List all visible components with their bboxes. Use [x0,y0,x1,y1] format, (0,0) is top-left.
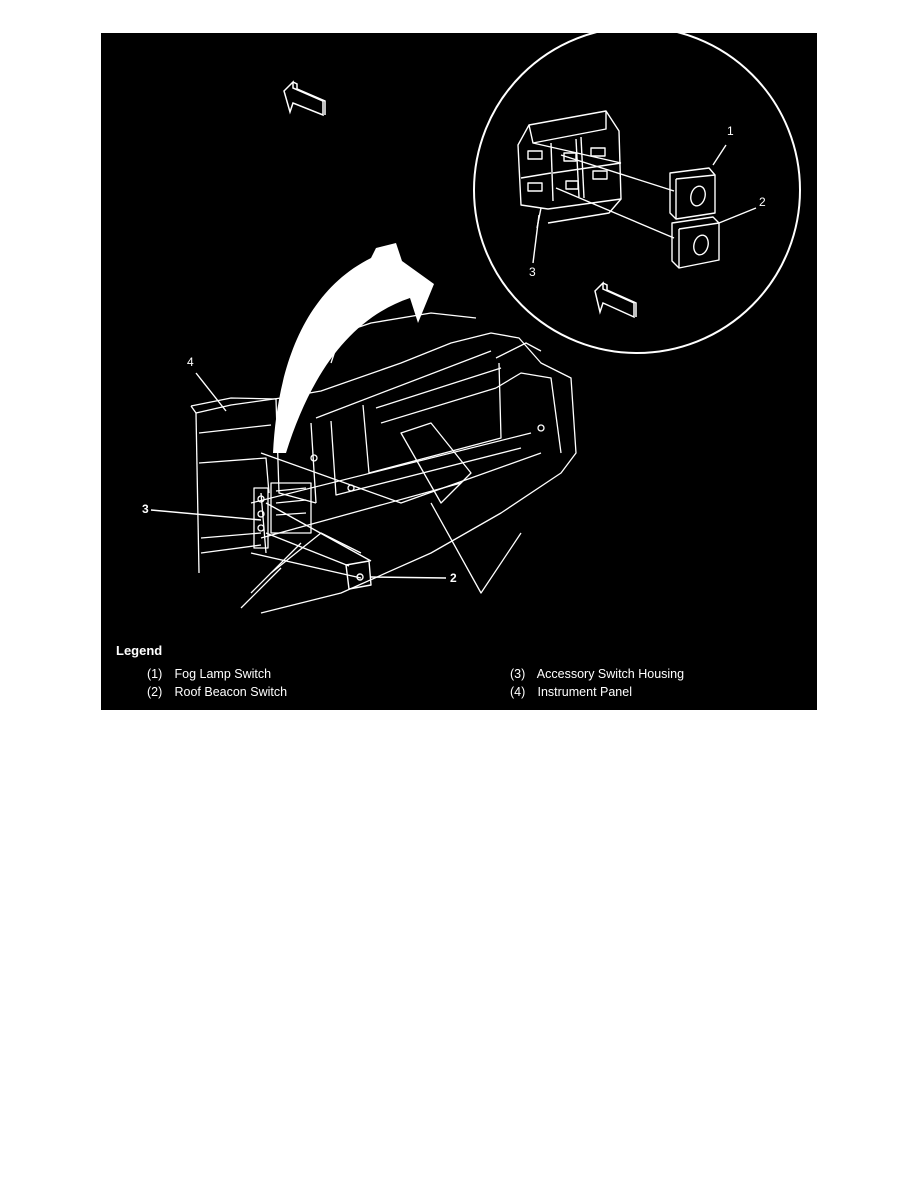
callout-2-main: 2 [450,571,457,585]
legend-item-label: Accessory Switch Housing [536,667,685,681]
callout-4-leader [195,372,227,412]
legend-item-number: (3) [510,667,526,681]
diagram-figure: 1 2 3 4 3 2 Legend (1) Fog Lamp Switch (… [101,33,817,710]
fog-lamp-switch-detail [669,167,716,220]
legend-item-label: Fog Lamp Switch [174,667,272,681]
instrument-panel-diagram [150,33,801,614]
callout-3-main: 3 [142,502,149,516]
detail-inset-circle [473,33,801,354]
callout-2-leader [370,576,447,579]
callout-3-inset: 3 [529,265,536,279]
curved-arrow-icon [273,243,434,453]
legend-item-label: Roof Beacon Switch [174,685,288,699]
callout-4-main: 4 [187,355,194,369]
legend-item-4: (4) Instrument Panel [510,685,632,699]
roof-beacon-switch-detail [671,216,720,269]
callout-3-leader [150,509,262,521]
forward-direction-arrow-icon [283,80,326,117]
inset-direction-arrow-icon [594,281,637,319]
instrument-panel-main [190,312,577,614]
legend-item-1: (1) Fog Lamp Switch [147,667,271,681]
legend: Legend (1) Fog Lamp Switch (2) Roof Beac… [101,639,817,710]
accessory-switch-housing-detail [517,110,675,239]
legend-item-number: (2) [147,685,163,699]
legend-item-label: Instrument Panel [537,685,632,699]
legend-title: Legend [116,643,163,658]
roof-beacon-switch-main [265,502,372,590]
legend-item-number: (1) [147,667,163,681]
callout-2-inset: 2 [759,195,766,209]
legend-item-3: (3) Accessory Switch Housing [510,667,684,681]
legend-item-2: (2) Roof Beacon Switch [147,685,287,699]
callout-1-inset: 1 [727,124,734,138]
legend-item-number: (4) [510,685,526,699]
